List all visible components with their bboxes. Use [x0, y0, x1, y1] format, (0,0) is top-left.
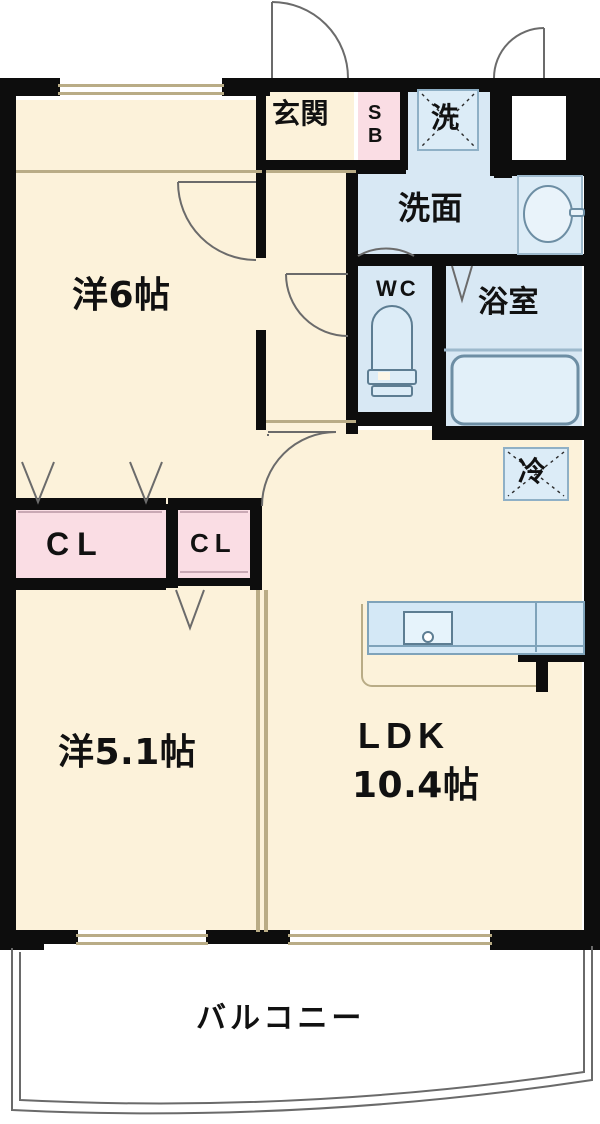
- sill-corridor-bottom: [266, 420, 356, 423]
- label-closet-large: CL: [46, 526, 105, 562]
- label-closet-small: CL: [190, 528, 237, 558]
- label-balcony: バルコニー: [196, 1001, 366, 1036]
- wall-thin-bedroom51-ldk-b: [264, 590, 268, 932]
- wall-closet-divider: [166, 504, 178, 588]
- window-sill-bedroom6-top: [58, 84, 224, 87]
- room-fill-vanity: [356, 172, 582, 260]
- wall-vanity-top-left: [358, 160, 406, 174]
- wall-closet-right: [250, 498, 262, 590]
- sill-corridor-top: [266, 170, 356, 173]
- wall-closet-small-bottom: [176, 578, 252, 586]
- window-sill-bottom-right: [288, 934, 492, 937]
- wall-right-step-down: [566, 78, 600, 174]
- wall-wc-left-jamb: [346, 250, 358, 268]
- wall-corridor-left-lower: [256, 330, 266, 430]
- window-sill-bedroom6-top-b: [58, 92, 224, 95]
- wall-closet-bottom-left: [14, 578, 166, 590]
- wall-top-entry: [262, 78, 494, 92]
- sill-genkan-step: [16, 170, 262, 173]
- wall-bottom-segment-1: [0, 930, 78, 944]
- wall-bath-bottom: [432, 426, 584, 440]
- wall-corridor-right-upper: [346, 160, 358, 262]
- label-bedroom-51: 洋5.1帖: [58, 732, 197, 773]
- label-fridge-space: 冷: [518, 455, 547, 488]
- label-vanity: 洗面: [398, 189, 464, 227]
- window-sill-bottom-right-b: [288, 942, 492, 945]
- room-fill-bedroom-6: [14, 100, 262, 510]
- label-ldk-title: LDK: [358, 715, 450, 756]
- wall-bottom-right-corner: [556, 930, 600, 950]
- closet-fill-small: [176, 508, 252, 582]
- wall-kitchen-stub-vertical: [536, 648, 548, 692]
- room-fill-corridor: [262, 160, 354, 430]
- wall-corridor-right-lower: [346, 262, 358, 434]
- label-washer-space: 洗: [431, 101, 460, 134]
- wall-bottom-segment-2: [206, 930, 290, 944]
- wall-corridor-left-upper: [256, 92, 266, 166]
- wall-top-bedroom6: [0, 78, 60, 96]
- wall-exterior-right-upper: [584, 150, 600, 950]
- label-bedroom-6: 洋6帖: [72, 275, 171, 316]
- wall-wc-right: [432, 262, 446, 422]
- room-fill-bedroom-51: [14, 580, 262, 930]
- wall-thin-bedroom51-ldk-a: [256, 590, 260, 932]
- label-genkan: 玄関: [272, 97, 330, 130]
- wall-vanity-bottom: [356, 254, 584, 266]
- room-fill-genkan: [266, 88, 354, 162]
- wall-shoebox-right: [400, 88, 408, 170]
- wall-right-upper-return: [494, 160, 600, 176]
- wall-wc-bottom: [346, 412, 446, 426]
- wall-corridor-left-mid: [256, 166, 266, 258]
- wall-kitchen-stub-horizontal: [518, 648, 584, 662]
- wall-exterior-left: [0, 78, 16, 950]
- closet-fill-shoebox: [358, 88, 402, 162]
- wall-closet-top-left: [14, 498, 166, 510]
- room-fill-ldk: [262, 430, 582, 930]
- window-sill-bottom-left-b: [76, 942, 208, 945]
- closet-fill-large: [14, 508, 166, 582]
- wall-washer-right: [490, 88, 502, 176]
- door-swing-top-right: [493, 27, 545, 79]
- label-ldk-size: 10.4帖: [352, 765, 480, 806]
- wall-closet-top-right: [168, 498, 262, 510]
- door-swing-entrance: [271, 1, 349, 79]
- wall-top-bedroom6-right: [222, 78, 270, 96]
- window-sill-bottom-left: [76, 934, 208, 937]
- label-bathroom: 浴室: [478, 285, 539, 320]
- wall-genkan-bottom: [266, 160, 358, 170]
- label-wc: WC: [376, 276, 419, 301]
